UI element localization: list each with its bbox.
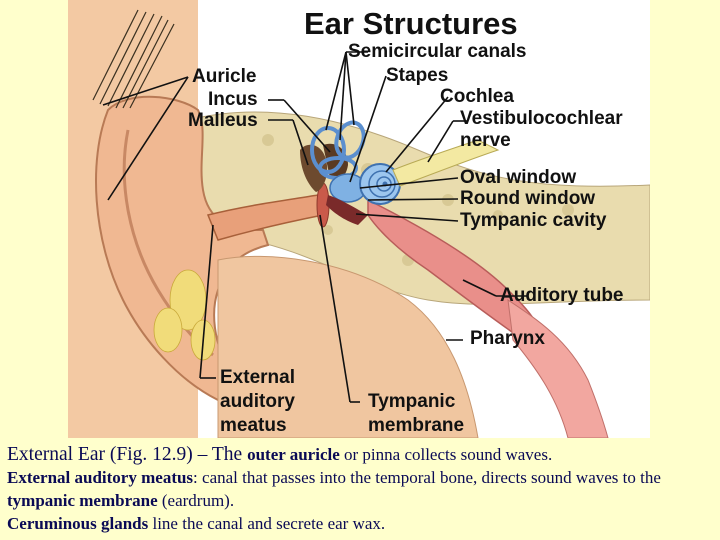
label-round-window: Round window <box>460 188 595 210</box>
caption: External Ear (Fig. 12.9) – The outer aur… <box>7 443 713 535</box>
caption-term-auricle: outer auricle <box>247 445 340 464</box>
label-tympanic: Tympanic <box>368 391 455 413</box>
label-malleus: Malleus <box>188 110 258 132</box>
caption-text-1: or pinna collects sound waves. <box>340 445 552 464</box>
label-external: External <box>220 367 295 389</box>
caption-term-tympanic-membrane: tympanic membrane <box>7 491 158 510</box>
caption-text-2: : canal that passes into the temporal bo… <box>193 468 661 487</box>
label-stapes: Stapes <box>386 65 448 87</box>
label-auditory-tube: Auditory tube <box>500 285 624 307</box>
label-semicircular-canals: Semicircular canals <box>348 41 527 63</box>
ear-diagram: Ear Structures Semicircular canals Stape… <box>68 0 650 438</box>
label-oval-window: Oval window <box>460 167 576 189</box>
diagram-title: Ear Structures <box>304 6 518 42</box>
label-meatus: meatus <box>220 415 287 437</box>
label-auditory: auditory <box>220 391 295 413</box>
caption-line-3: Ceruminous glands line the canal and sec… <box>7 512 713 535</box>
label-tympanic-cavity: Tympanic cavity <box>460 210 606 232</box>
caption-term-meatus: External auditory meatus <box>7 468 193 487</box>
caption-line-1: External Ear (Fig. 12.9) – The outer aur… <box>7 443 713 466</box>
label-auricle: Auricle <box>192 66 256 88</box>
label-membrane: membrane <box>368 415 464 437</box>
caption-text-4: line the canal and secrete ear wax. <box>148 514 385 533</box>
label-nerve: nerve <box>460 130 511 152</box>
caption-text-3: (eardrum). <box>158 491 234 510</box>
label-pharynx: Pharynx <box>470 328 545 350</box>
label-vestibulocochlear: Vestibulocochlear <box>460 108 623 130</box>
label-incus: Incus <box>208 89 258 111</box>
label-cochlea: Cochlea <box>440 86 514 108</box>
caption-line-2: External auditory meatus: canal that pas… <box>7 466 713 512</box>
caption-term-ceruminous: Ceruminous glands <box>7 514 148 533</box>
caption-heading: External Ear (Fig. 12.9) – The <box>7 444 247 465</box>
